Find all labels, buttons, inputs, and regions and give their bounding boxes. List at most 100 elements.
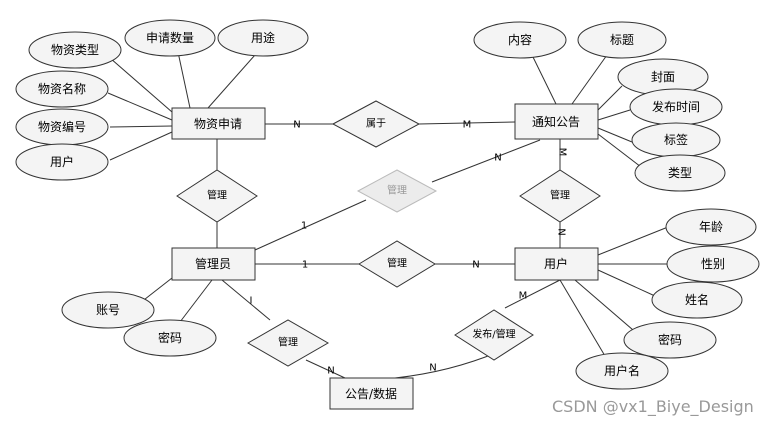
watermark: CSDN @vx1_Biye_Design — [552, 397, 754, 417]
attr-notice-type-label: 类型 — [668, 166, 692, 180]
card-user-manage-notice: N — [556, 228, 567, 235]
attr-user-password-label: 密码 — [658, 332, 682, 347]
line-cover — [597, 85, 623, 111]
attr-age-label: 年龄 — [699, 220, 723, 234]
attr-publish-time-label: 发布时间 — [652, 99, 700, 114]
line-request-qty — [177, 51, 191, 109]
line-request-user — [109, 131, 173, 161]
attr-material-type-label: 物资类型 — [51, 43, 99, 57]
attr-request-qty-label: 申请数量 — [146, 30, 194, 45]
rel-belongs-label: 属于 — [366, 118, 386, 130]
attr-material-name-label: 物资名称 — [38, 81, 86, 96]
line-user-password — [574, 279, 641, 337]
attr-content: 内容 — [473, 21, 567, 59]
card-user-admin: N — [472, 260, 479, 271]
line-belongs-notice — [418, 121, 516, 125]
attr-request-user-label: 用户 — [50, 154, 74, 169]
rel-manage-faded: 管理 — [356, 169, 438, 213]
card-announcement-admin: N — [327, 366, 334, 377]
attr-user-password: 密码 — [623, 321, 717, 359]
line-material-type — [109, 57, 173, 113]
line-account — [139, 277, 173, 304]
entity-material-request: 物资申请 — [171, 107, 266, 140]
entity-announcement-data: 公告/数据 — [329, 377, 414, 410]
attr-cover: 封面 — [617, 58, 709, 96]
attr-account: 账号 — [61, 291, 155, 329]
card-notice-manage: M — [557, 148, 568, 157]
entity-admin-label: 管理员 — [195, 256, 231, 271]
attr-tag-label: 标签 — [664, 132, 688, 147]
rel-manage-request-label: 管理 — [207, 189, 227, 202]
line-material-code — [109, 125, 173, 128]
rel-manage-notice-label: 管理 — [550, 189, 570, 202]
card-announcement-user: N — [429, 363, 436, 374]
attr-title-label: 标题 — [610, 33, 634, 47]
attr-username-label: 用户名 — [604, 363, 640, 378]
card-admin-user: 1 — [302, 260, 308, 271]
rel-belongs: 属于 — [331, 100, 421, 148]
card-admin-announcement: I — [250, 296, 253, 307]
attr-admin-password-label: 密码 — [158, 330, 182, 345]
line-title — [571, 54, 608, 105]
line-username — [559, 279, 606, 357]
attr-material-code-label: 物资编号 — [38, 119, 86, 134]
attr-material-type: 物资类型 — [28, 31, 122, 69]
line-admin-faded-manage — [254, 199, 367, 251]
entity-admin: 管理员 — [171, 247, 256, 281]
cardinality-labels: N M 1 N M N 1 N I N N M — [250, 120, 568, 377]
line-material-name — [107, 92, 173, 121]
rel-manage-request: 管理 — [176, 169, 258, 223]
attr-username: 用户名 — [575, 352, 669, 390]
entity-notice: 通知公告 — [514, 103, 599, 140]
attr-material-name: 物资名称 — [15, 70, 109, 108]
connector-lines — [107, 51, 669, 379]
line-admin-password — [179, 279, 213, 323]
line-user-publish — [504, 279, 561, 309]
line-faded-manage-notice — [431, 139, 541, 183]
line-notice-type — [597, 133, 646, 171]
rel-manage-notice: 管理 — [519, 169, 601, 223]
line-publish-time — [597, 109, 631, 121]
line-tag — [597, 127, 633, 143]
attr-usage: 用途 — [217, 19, 309, 57]
line-age — [597, 226, 669, 256]
card-notice-faded: N — [494, 153, 501, 164]
rel-publish-manage: 发布/管理 — [454, 309, 534, 361]
rel-manage-announcement: 管理 — [246, 319, 330, 367]
attr-request-qty: 申请数量 — [124, 19, 216, 57]
attr-request-user: 用户 — [15, 143, 109, 181]
card-admin-faded: 1 — [301, 221, 307, 232]
attr-account-label: 账号 — [96, 303, 120, 317]
attr-gender-label: 性别 — [701, 257, 725, 271]
attr-notice-type: 类型 — [634, 154, 726, 192]
attr-admin-password: 密码 — [123, 319, 217, 357]
line-usage — [207, 54, 256, 109]
entity-material-request-label: 物资申请 — [194, 117, 242, 131]
attr-name: 姓名 — [651, 281, 743, 319]
rel-publish-manage-label: 发布/管理 — [472, 328, 515, 341]
entity-user: 用户 — [514, 247, 599, 281]
line-name — [597, 269, 656, 297]
rel-manage-user-label: 管理 — [387, 257, 407, 270]
line-manage-announce — [305, 359, 346, 379]
attr-publish-time: 发布时间 — [629, 88, 723, 126]
attr-content-label: 内容 — [508, 32, 532, 47]
attr-cover-label: 封面 — [651, 70, 675, 84]
rel-manage-faded-label: 管理 — [387, 184, 407, 197]
card-user-announcement: M — [519, 291, 528, 302]
line-content — [531, 54, 557, 105]
entity-user-label: 用户 — [544, 256, 568, 271]
attr-usage-label: 用途 — [251, 30, 275, 45]
attr-gender: 性别 — [666, 245, 760, 283]
rel-manage-announcement-label: 管理 — [278, 336, 298, 349]
attr-name-label: 姓名 — [685, 292, 709, 307]
card-req-belongs: N — [293, 120, 300, 131]
line-publish-announce — [394, 351, 499, 379]
entity-notice-label: 通知公告 — [532, 115, 580, 129]
attr-tag: 标签 — [631, 122, 721, 158]
rel-manage-user: 管理 — [358, 240, 436, 288]
card-notice-belongs: M — [463, 120, 472, 131]
entity-announcement-data-label: 公告/数据 — [345, 386, 397, 401]
attr-age: 年龄 — [665, 208, 757, 246]
